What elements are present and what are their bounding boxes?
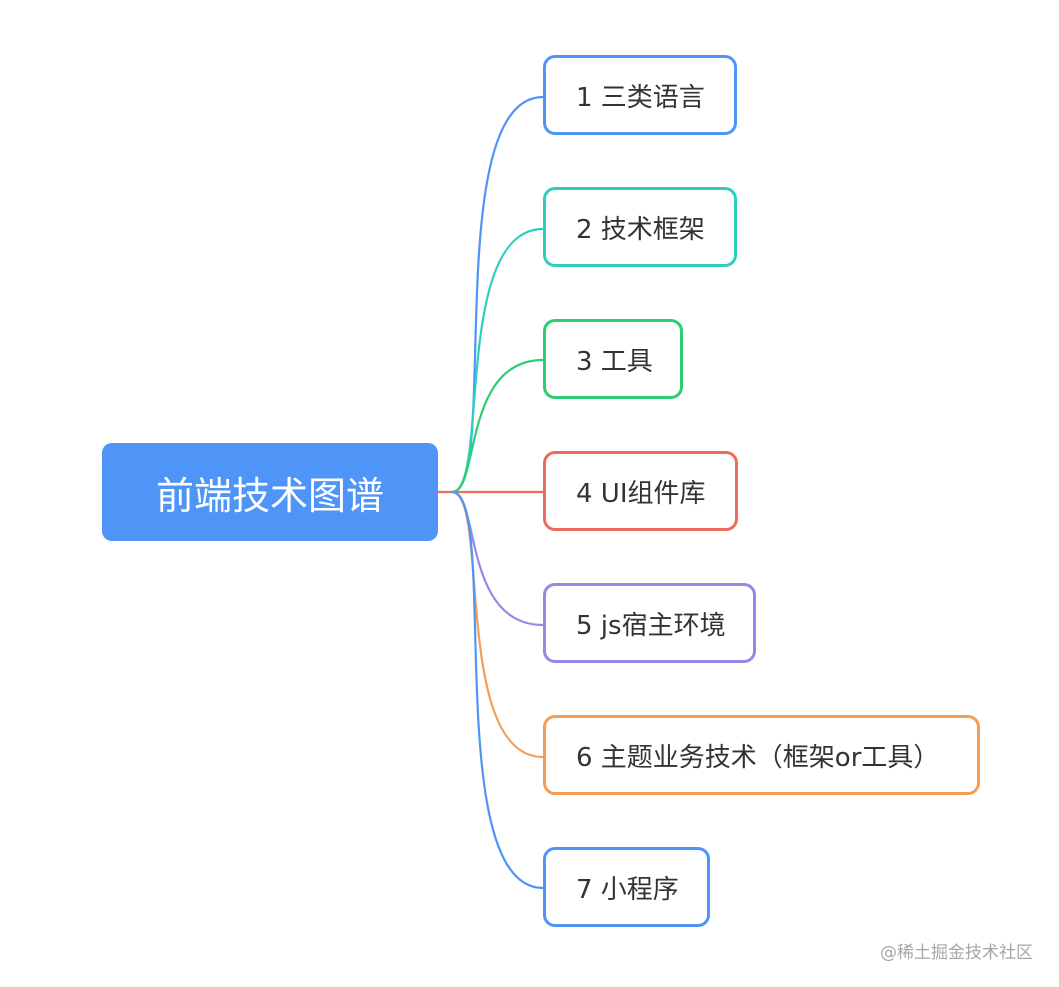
connector-b1 — [451, 95, 544, 494]
branch-node-tools[interactable]: 3 工具 — [543, 319, 683, 399]
watermark-text: @稀土掘金技术社区 — [880, 943, 1033, 963]
root-node[interactable]: 前端技术图谱 — [102, 443, 438, 541]
branch-node-mini-program[interactable]: 7 小程序 — [543, 847, 710, 927]
branch-node-languages[interactable]: 1 三类语言 — [543, 55, 737, 135]
branch-label: 5 js宿主环境 — [576, 610, 726, 641]
branch-label: 1 三类语言 — [576, 82, 705, 113]
branch-node-ui-libraries[interactable]: 4 UI组件库 — [543, 451, 738, 531]
branch-label: 3 工具 — [576, 346, 653, 377]
root-label: 前端技术图谱 — [155, 473, 384, 518]
connector-b3 — [451, 358, 544, 494]
branch-label: 4 UI组件库 — [576, 478, 706, 509]
branch-label: 6 主题业务技术（框架or工具） — [576, 742, 940, 773]
branch-node-js-host-env[interactable]: 5 js宿主环境 — [543, 583, 756, 663]
branch-node-frameworks[interactable]: 2 技术框架 — [543, 187, 737, 267]
connector-b7 — [451, 490, 544, 890]
branch-label: 2 技术框架 — [576, 214, 705, 245]
branch-node-domain-tech[interactable]: 6 主题业务技术（框架or工具） — [543, 715, 980, 795]
branch-label: 7 小程序 — [576, 874, 679, 905]
